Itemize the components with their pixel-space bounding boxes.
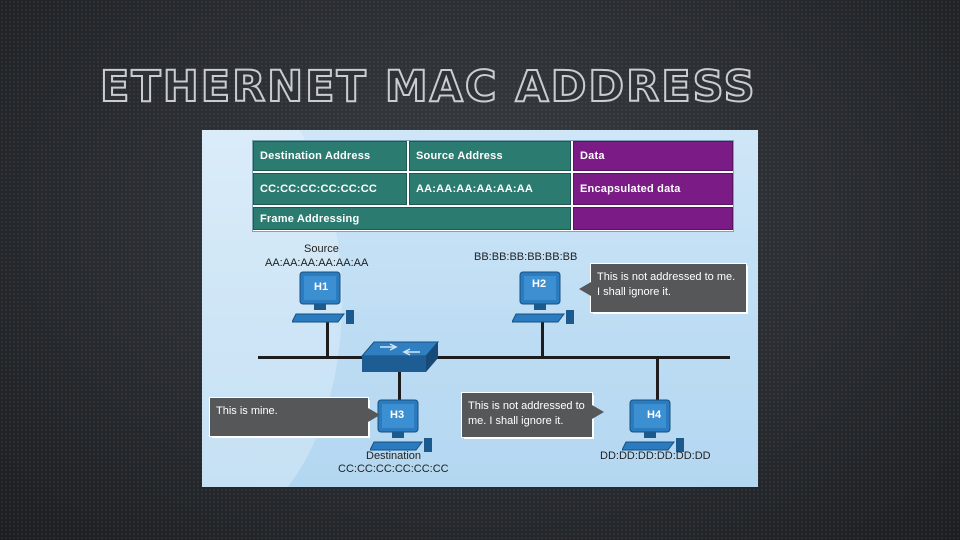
h2-message: This is not addressed to me. I shall ign… <box>597 271 736 298</box>
h4-drop-line <box>656 358 659 406</box>
h2-computer-icon <box>512 271 574 324</box>
frame-source-mac: AA:AA:AA:AA:AA:AA <box>409 173 571 205</box>
frame-data-value: Encapsulated data <box>573 173 733 205</box>
frame-header-data: Data <box>573 141 733 171</box>
frame-addressing-table: Destination Address Source Address Data … <box>252 140 734 232</box>
h3-host-label: H3 <box>390 409 405 421</box>
h1-host-label: H1 <box>314 281 329 293</box>
h4-mac-label: DD:DD:DD:DD:DD:DD <box>600 450 711 462</box>
h1-mac-label: AA:AA:AA:AA:AA:AA <box>265 257 369 269</box>
slide-title: ETHERNET MAC ADDRESS <box>99 61 757 113</box>
h2-message-bubble: This is not addressed to me. I shall ign… <box>579 264 746 312</box>
h3-mac-label: CC:CC:CC:CC:CC:CC <box>338 463 449 475</box>
h4-host-label: H4 <box>647 409 662 421</box>
ethernet-bus <box>258 356 730 359</box>
frame-data-footer <box>573 207 733 230</box>
h2-drop-line <box>541 318 544 358</box>
switch-icon <box>360 341 440 372</box>
h3-bubble-tail <box>368 408 380 422</box>
h1-role-label: Source <box>304 243 339 255</box>
frame-header-source: Source Address <box>409 141 571 171</box>
ethernet-diagram: Destination Address Source Address Data … <box>202 130 758 487</box>
h3-message-bubble: This is mine. <box>210 398 380 436</box>
h1-drop-line <box>326 318 329 358</box>
h3-message: This is mine. <box>216 405 278 417</box>
h4-bubble-tail <box>592 405 604 419</box>
h4-message-bubble: This is not addressed to me. I shall ign… <box>462 393 604 437</box>
frame-destination-mac: CC:CC:CC:CC:CC:CC <box>253 173 407 205</box>
h3-role-label: Destination <box>366 450 422 462</box>
h2-bubble-tail <box>579 282 591 296</box>
h3-drop-line <box>398 370 401 400</box>
h4-message: This is not addressed to me. I shall ign… <box>468 400 585 427</box>
h4-computer-icon <box>622 399 684 452</box>
h2-mac-label: BB:BB:BB:BB:BB:BB <box>474 251 578 263</box>
frame-addressing-label: Frame Addressing <box>253 207 571 230</box>
h2-host-label: H2 <box>532 278 547 290</box>
frame-header-destination: Destination Address <box>253 141 407 171</box>
h1-computer-icon <box>292 271 354 324</box>
